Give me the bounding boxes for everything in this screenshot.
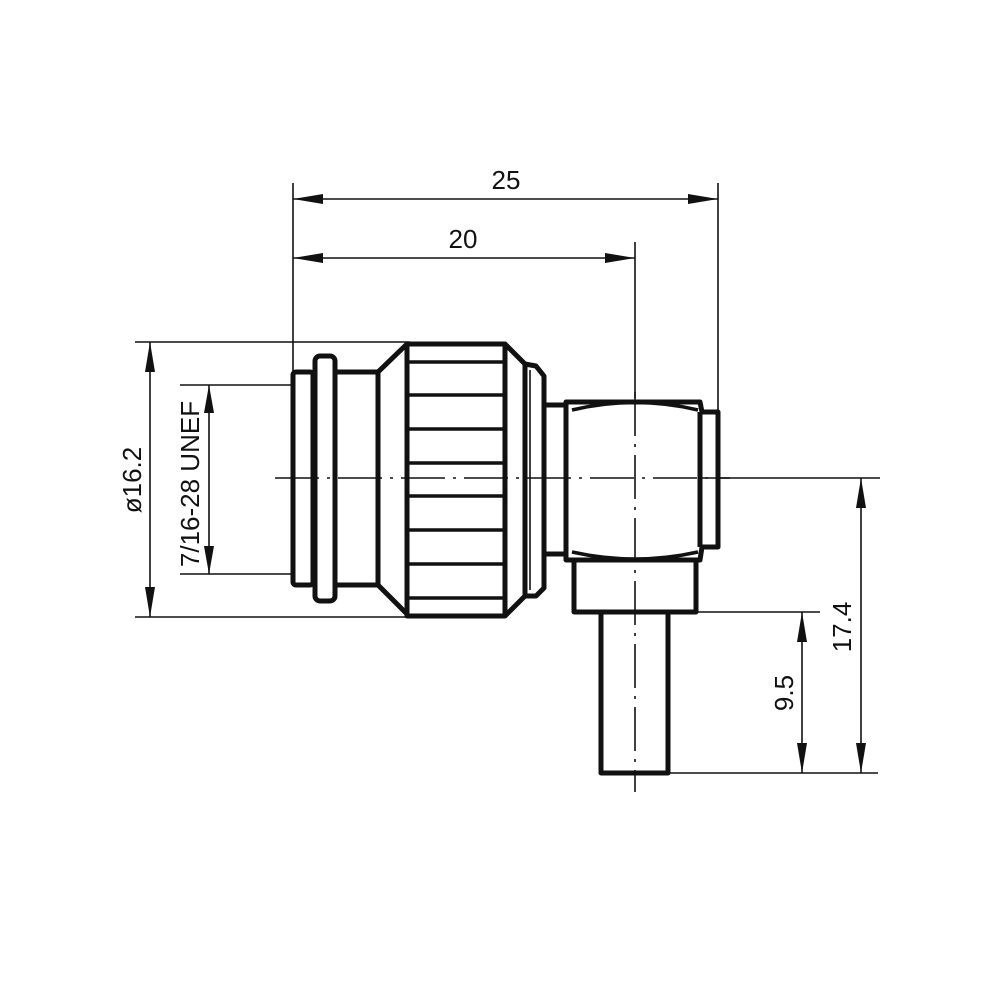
dimension-thread: 7/16-28 UNEF: [175, 385, 214, 574]
dim-thread-label: 7/16-28 UNEF: [175, 401, 205, 567]
dim-17-4-label: 17.4: [827, 602, 857, 653]
dim-9-5-label: 9.5: [769, 675, 799, 711]
coupling-nut: [404, 341, 508, 619]
coupling-nut-knurl: [407, 360, 505, 600]
connector-body: [290, 341, 721, 776]
dimension-outer-diameter: ø16.2: [117, 342, 155, 617]
extension-lines: [135, 183, 880, 774]
dimension-ferrule-length: 9.5: [769, 612, 807, 773]
dim-diameter-label: ø16.2: [117, 447, 147, 514]
angle-housing: [563, 399, 721, 563]
dimension-overall-length: 25: [293, 165, 718, 204]
dimension-length-to-axis: 20: [293, 224, 635, 263]
dim-25-label: 25: [492, 165, 521, 195]
dimension-cable-exit-height: 17.4: [827, 478, 866, 773]
center-lines: [275, 392, 730, 792]
dim-20-label: 20: [449, 224, 478, 254]
